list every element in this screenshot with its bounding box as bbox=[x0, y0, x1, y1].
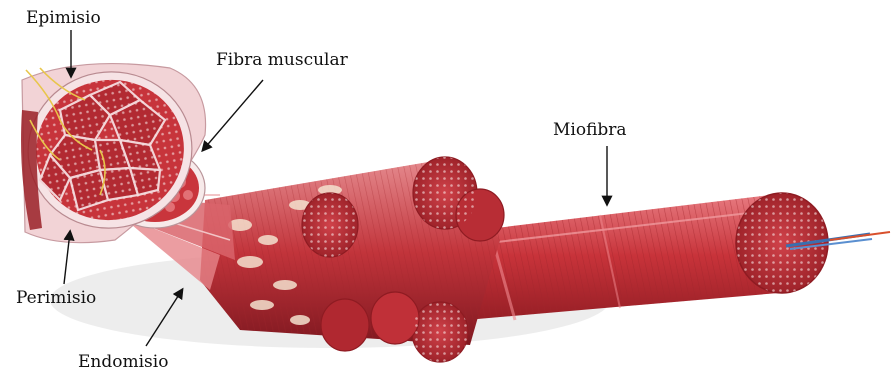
label-endomisio: Endomisio bbox=[78, 354, 168, 371]
label-miofibra: Miofibra bbox=[553, 122, 627, 139]
label-epimisio: Epimisio bbox=[26, 10, 101, 27]
label-perimisio: Perimisio bbox=[16, 290, 96, 307]
arrow-fibra-muscular bbox=[203, 80, 263, 150]
label-fibra-muscular: Fibra muscular bbox=[216, 52, 348, 69]
